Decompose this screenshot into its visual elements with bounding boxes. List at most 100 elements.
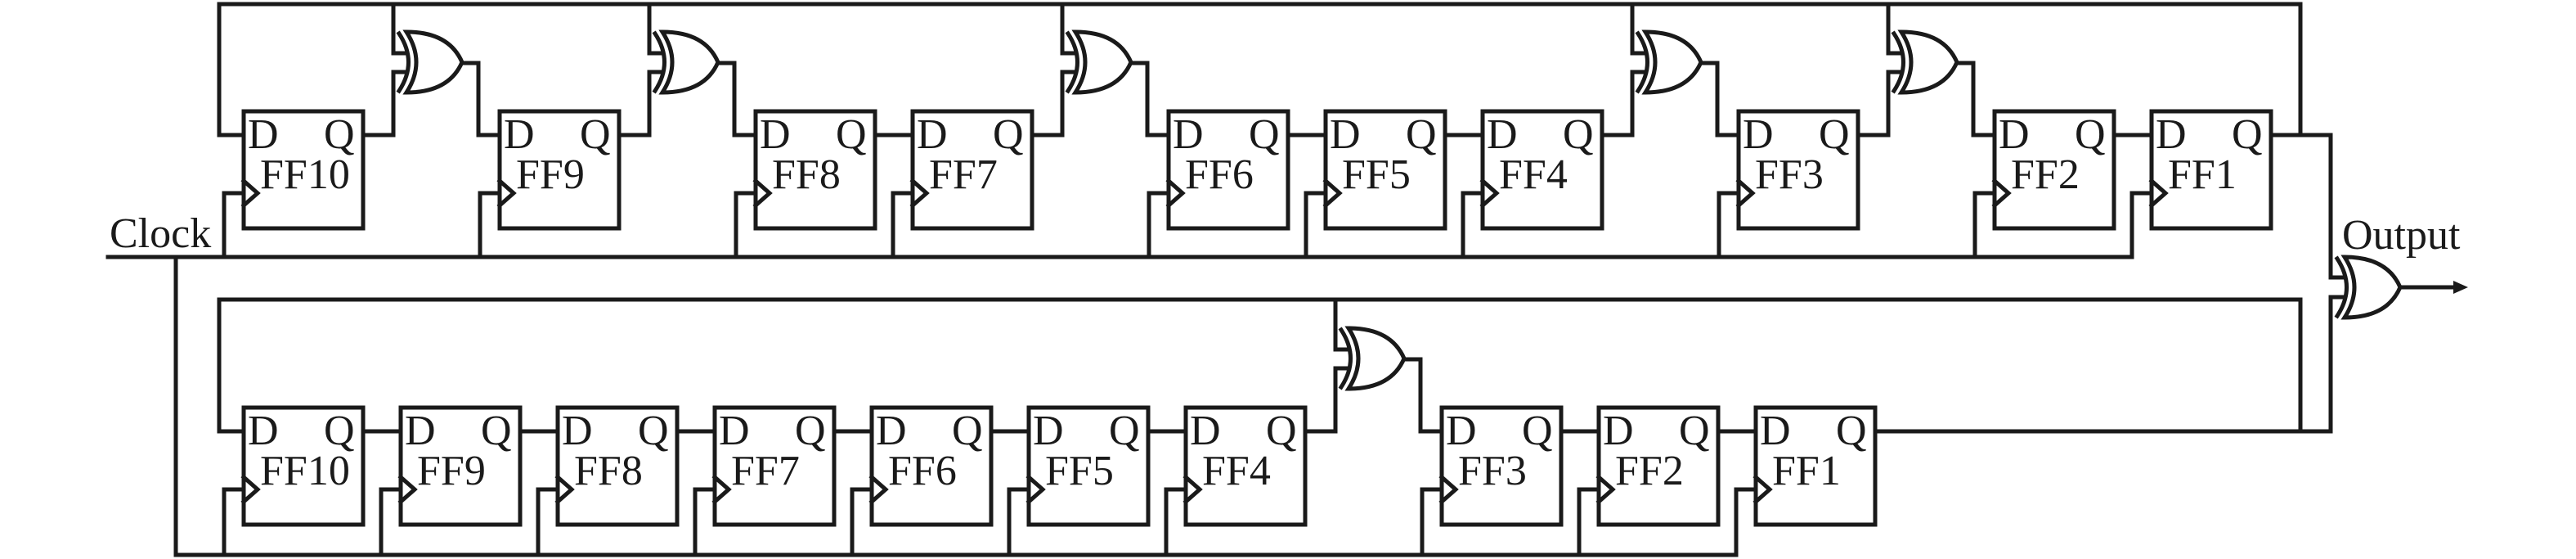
tap-to-xor-wire: [1333, 297, 1351, 352]
clock-triangle-icon: [1183, 474, 1203, 505]
clock-triangle-icon: [1165, 178, 1186, 209]
clock-triangle-icon: [752, 178, 773, 209]
clock-tap-wire: [379, 487, 403, 557]
q-pin-label: Q: [952, 408, 983, 454]
output-label: Output: [2342, 212, 2461, 259]
q-pin-label: Q: [2232, 111, 2263, 158]
clock-tap-wire: [850, 487, 874, 557]
xor-back-curve: [1065, 30, 1079, 94]
flip-flop-label: FF3: [1458, 448, 1527, 494]
d-pin-label: D: [1446, 408, 1477, 454]
clock-triangle-icon: [240, 474, 261, 505]
xor-gate-top-ff9: [396, 29, 464, 95]
flip-flop-label: FF10: [260, 151, 350, 198]
flip-flop-label: FF9: [417, 448, 486, 494]
xor-back-curve: [2334, 255, 2349, 319]
flip-flop-label: FF1: [2168, 151, 2237, 198]
flip-flop-label: FF8: [772, 151, 841, 198]
flip-flop-box: [1480, 109, 1604, 231]
d-pin-label: D: [405, 408, 436, 454]
flip-flop-box: [2149, 109, 2273, 231]
xor-gate-top-ff2: [1891, 29, 1959, 95]
wires: [105, 2, 2460, 557]
xor-to-d-wire: [1699, 61, 1741, 137]
q-pin-label: Q: [1836, 408, 1867, 454]
xor-to-d-wire: [716, 61, 758, 137]
xor-back-curve: [1338, 327, 1353, 390]
q-to-xor-wire: [1856, 70, 1904, 137]
clock-triangle-icon: [1735, 178, 1756, 209]
xor-body: [1071, 29, 1133, 95]
clock-triangle-icon: [397, 474, 418, 505]
clock-tap-wire: [1304, 191, 1328, 259]
q-pin-label: Q: [580, 111, 611, 158]
d-pin-label: D: [248, 408, 279, 454]
clock-triangle-icon: [1322, 178, 1343, 209]
clock-tap-wire: [1734, 487, 1758, 557]
flip-flop-box: [241, 109, 366, 231]
clock-triangle-icon: [909, 178, 930, 209]
flip-flop-box: [1183, 405, 1308, 527]
tap-to-xor-wire: [1630, 2, 1648, 56]
q-pin-label: Q: [1266, 408, 1297, 454]
tap-to-xor-wire: [1060, 2, 1078, 56]
d-pin-label: D: [2156, 111, 2187, 158]
clock-tap-wire: [1972, 191, 1997, 259]
clock-tap-wire: [1717, 191, 1741, 259]
xor-to-d-wire: [1954, 61, 1997, 137]
flip-flop-box: [398, 405, 523, 527]
clock-tap-wire: [2129, 191, 2154, 259]
clock-tap-wire: [1007, 487, 1031, 557]
xor-back-curve: [1891, 30, 1905, 94]
flip-flop-label: FF5: [1342, 151, 1411, 198]
flip-flop-label: FF9: [516, 151, 585, 198]
q-pin-label: Q: [1406, 111, 1437, 158]
q-to-xor-wire: [1303, 366, 1351, 434]
clock-tap-wire: [891, 191, 915, 259]
flip-flop-box: [869, 405, 994, 527]
q-to-xor-wire: [1600, 70, 1648, 137]
output-xor-gate: [2334, 255, 2403, 320]
flip-flop-label: FF7: [929, 151, 998, 198]
d-pin-label: D: [719, 408, 750, 454]
clock-triangle-icon: [868, 474, 889, 505]
flip-flop-box: [1753, 405, 1878, 527]
xor-to-d-wire: [1129, 61, 1171, 137]
flip-flop-box: [1026, 405, 1151, 527]
tap-to-xor-wire: [1886, 2, 1904, 56]
q-pin-label: Q: [638, 408, 669, 454]
flip-flop-label: FF5: [1045, 448, 1114, 494]
clock-triangle-icon: [1438, 474, 1459, 505]
xor-body: [658, 29, 720, 95]
clock-tap-wire: [1147, 191, 1171, 259]
xor-body: [2340, 255, 2403, 320]
clock-triangle-icon: [554, 474, 575, 505]
flip-flop-box: [555, 405, 680, 527]
xor-gate-top-ff3: [1635, 29, 1703, 95]
flip-flop-box: [1992, 109, 2116, 231]
clock-triangle-icon: [1595, 474, 1616, 505]
flip-flop-label: FF2: [2011, 151, 2080, 198]
q-pin-label: Q: [324, 111, 355, 158]
flip-flop-box: [497, 109, 622, 231]
d-pin-label: D: [1330, 111, 1361, 158]
top-output-wire: [2269, 133, 2347, 280]
flip-flop-box: [1596, 405, 1721, 527]
xor-gate-top-ff6: [1065, 29, 1133, 95]
flip-flop-box: [241, 405, 366, 527]
clock-triangle-icon: [2148, 178, 2169, 209]
flip-flop-box: [712, 405, 837, 527]
d-pin-label: D: [1190, 408, 1221, 454]
clock-tap-wire: [1420, 487, 1444, 557]
q-pin-label: Q: [1109, 408, 1140, 454]
tap-to-xor-wire: [647, 2, 665, 56]
flip-flop-box: [1736, 109, 1860, 231]
